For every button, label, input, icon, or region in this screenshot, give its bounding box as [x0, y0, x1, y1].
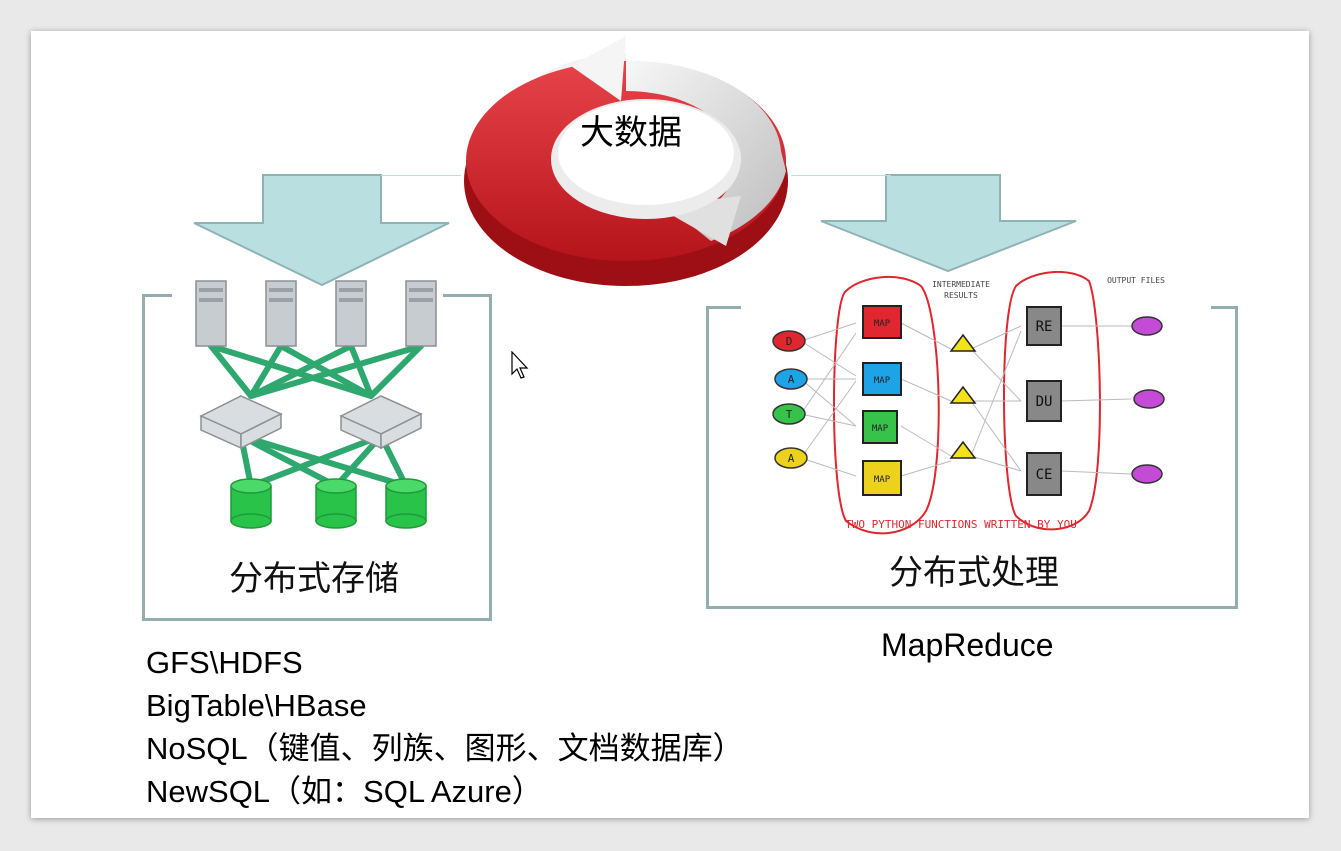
output-label: OUTPUT FILES [1107, 276, 1165, 285]
mouse-pointer-icon [511, 351, 529, 379]
storage-box-top-left [142, 294, 172, 297]
right-down-arrow [820, 174, 1077, 273]
input-label-3: T [786, 408, 793, 421]
connector-line-left [381, 175, 461, 176]
processing-box-top-left [706, 306, 741, 309]
map-label-1: MAP [874, 319, 891, 329]
center-title: 大数据 [580, 113, 682, 153]
left-down-arrow [193, 174, 450, 287]
slide: 大数据 [31, 31, 1309, 818]
storage-box-bottom [142, 618, 492, 621]
input-label-2: A [788, 373, 795, 386]
server-icon-row [195, 280, 437, 347]
tech-item-nosql: NoSQL（键值、列族、图形、文档数据库） [146, 731, 744, 766]
map-label-4: MAP [874, 475, 891, 485]
storage-box-right [489, 294, 492, 620]
reducer-label-3: CE [1036, 467, 1053, 483]
reducer-label-1: RE [1036, 319, 1053, 335]
processing-label: 分布式处理 [889, 553, 1059, 593]
sketch-caption: TWO PYTHON FUNCTIONS WRITTEN BY YOU [845, 518, 1077, 531]
mapreduce-sketch: D A T A MAP MAP MAP MAP INTERMEDIATE RES… [772, 271, 1165, 535]
processing-box-bottom [706, 606, 1238, 609]
tech-item-hbase: BigTable\HBase [146, 688, 367, 723]
reducer-label-2: DU [1036, 394, 1053, 410]
processing-box-right [1235, 306, 1238, 609]
tech-item-hdfs: GFS\HDFS [146, 645, 303, 680]
mapreduce-label: MapReduce [881, 627, 1054, 663]
storage-technology-list: GFS\HDFS BigTable\HBase NoSQL（键值、列族、图形、文… [146, 641, 744, 813]
input-label-4: A [788, 452, 795, 465]
input-label-1: D [786, 335, 793, 348]
tech-item-newsql: NewSQL（如：SQL Azure） [146, 774, 543, 809]
intermediate-label-1: INTERMEDIATE [932, 280, 990, 289]
storage-box-left [142, 294, 145, 620]
processing-box-top-right [1211, 306, 1238, 309]
map-label-3: MAP [872, 424, 889, 434]
big-data-ring: 大数据 [464, 36, 788, 286]
intermediate-label-2: RESULTS [944, 291, 978, 300]
storage-label: 分布式存储 [229, 559, 399, 599]
connector-line-right [791, 175, 891, 176]
map-label-2: MAP [874, 376, 891, 386]
storage-network-illustration [195, 280, 437, 529]
processing-box-left [706, 306, 709, 609]
storage-box-top-right [443, 294, 492, 297]
